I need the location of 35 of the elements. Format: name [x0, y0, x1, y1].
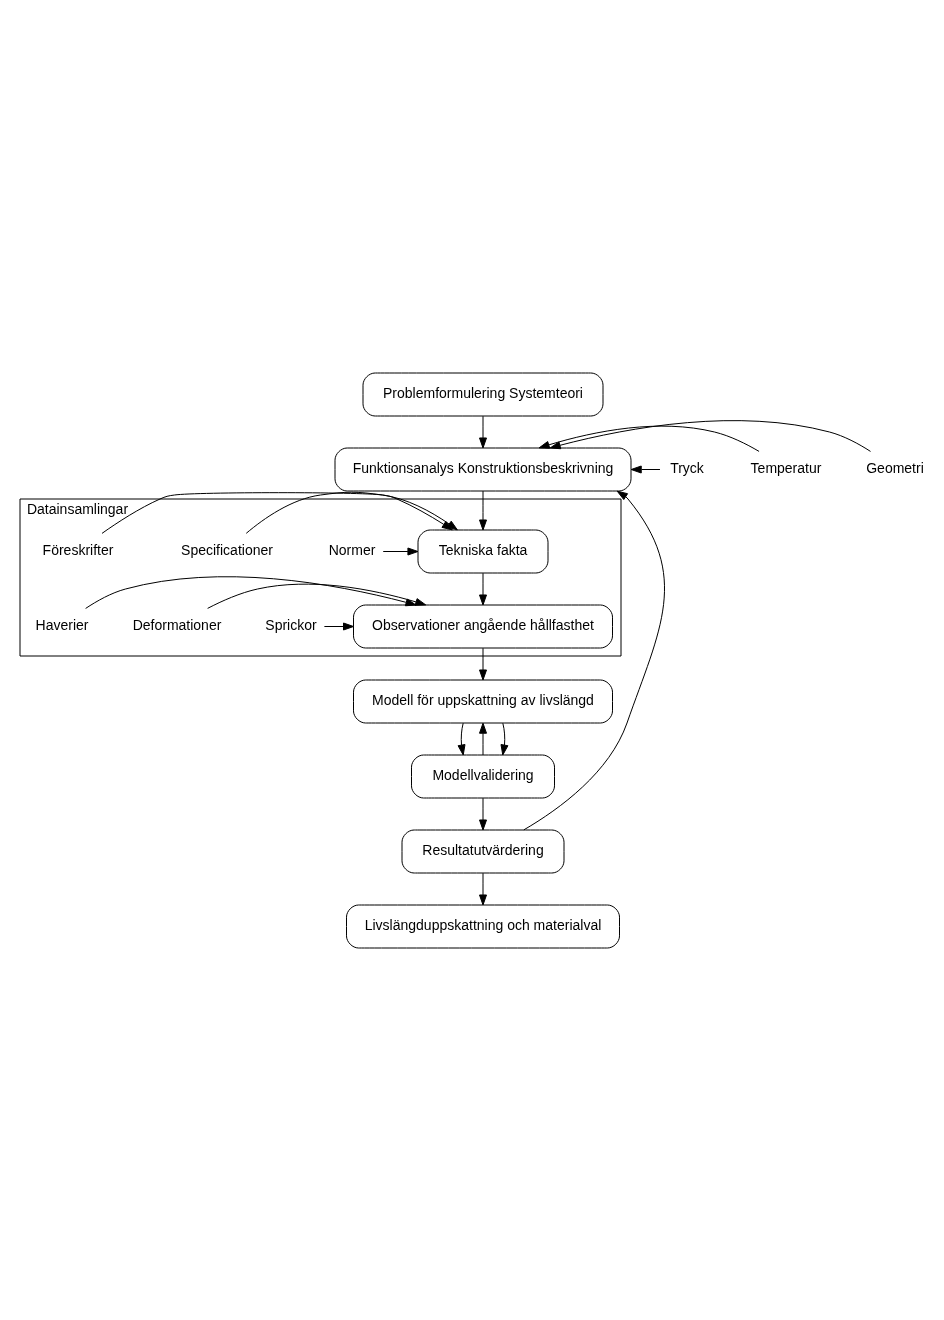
- node-box: Modellvalidering: [411, 754, 555, 798]
- arrow: [323, 622, 354, 630]
- arrow: [479, 722, 487, 755]
- arrow: [101, 491, 458, 534]
- node-text: Deformationer: [132, 616, 222, 633]
- arrow: [479, 415, 487, 448]
- arrow: [523, 490, 665, 830]
- arrow: [500, 722, 509, 755]
- node-text: Sprickor: [265, 616, 317, 633]
- node-box: Resultatutvärdering: [401, 829, 565, 873]
- node-text: Normer: [328, 541, 376, 558]
- node-box: Problemformulering Systemteori: [362, 372, 604, 416]
- arrow: [538, 425, 760, 452]
- node-text: Geometri: [866, 459, 924, 476]
- node-box: Modell för uppskattning av livslängd: [353, 679, 613, 723]
- node-text: Tryck: [670, 459, 704, 476]
- node-text: Temperatur: [750, 459, 822, 476]
- arrow: [479, 490, 487, 530]
- arrow: [479, 572, 487, 605]
- node-text: Haverier: [35, 616, 89, 633]
- node-box: Observationer angående hållfasthet: [353, 604, 613, 648]
- arrow: [85, 575, 417, 609]
- arrow: [630, 465, 661, 473]
- arrow: [382, 547, 419, 555]
- node-box: Tekniska fakta: [417, 529, 549, 573]
- arrow: [479, 797, 487, 830]
- arrow: [479, 872, 487, 905]
- arrow: [549, 419, 872, 452]
- arrow: [457, 722, 466, 755]
- node-text: Föreskrifter: [42, 541, 114, 558]
- arrow: [207, 583, 427, 609]
- arrow: [479, 647, 487, 680]
- node-text: Specificationer: [181, 541, 273, 558]
- node-box: Funktionsanalys Konstruktionsbeskrivning: [334, 447, 632, 491]
- node-box: Livslängduppskattning och materialval: [346, 904, 620, 948]
